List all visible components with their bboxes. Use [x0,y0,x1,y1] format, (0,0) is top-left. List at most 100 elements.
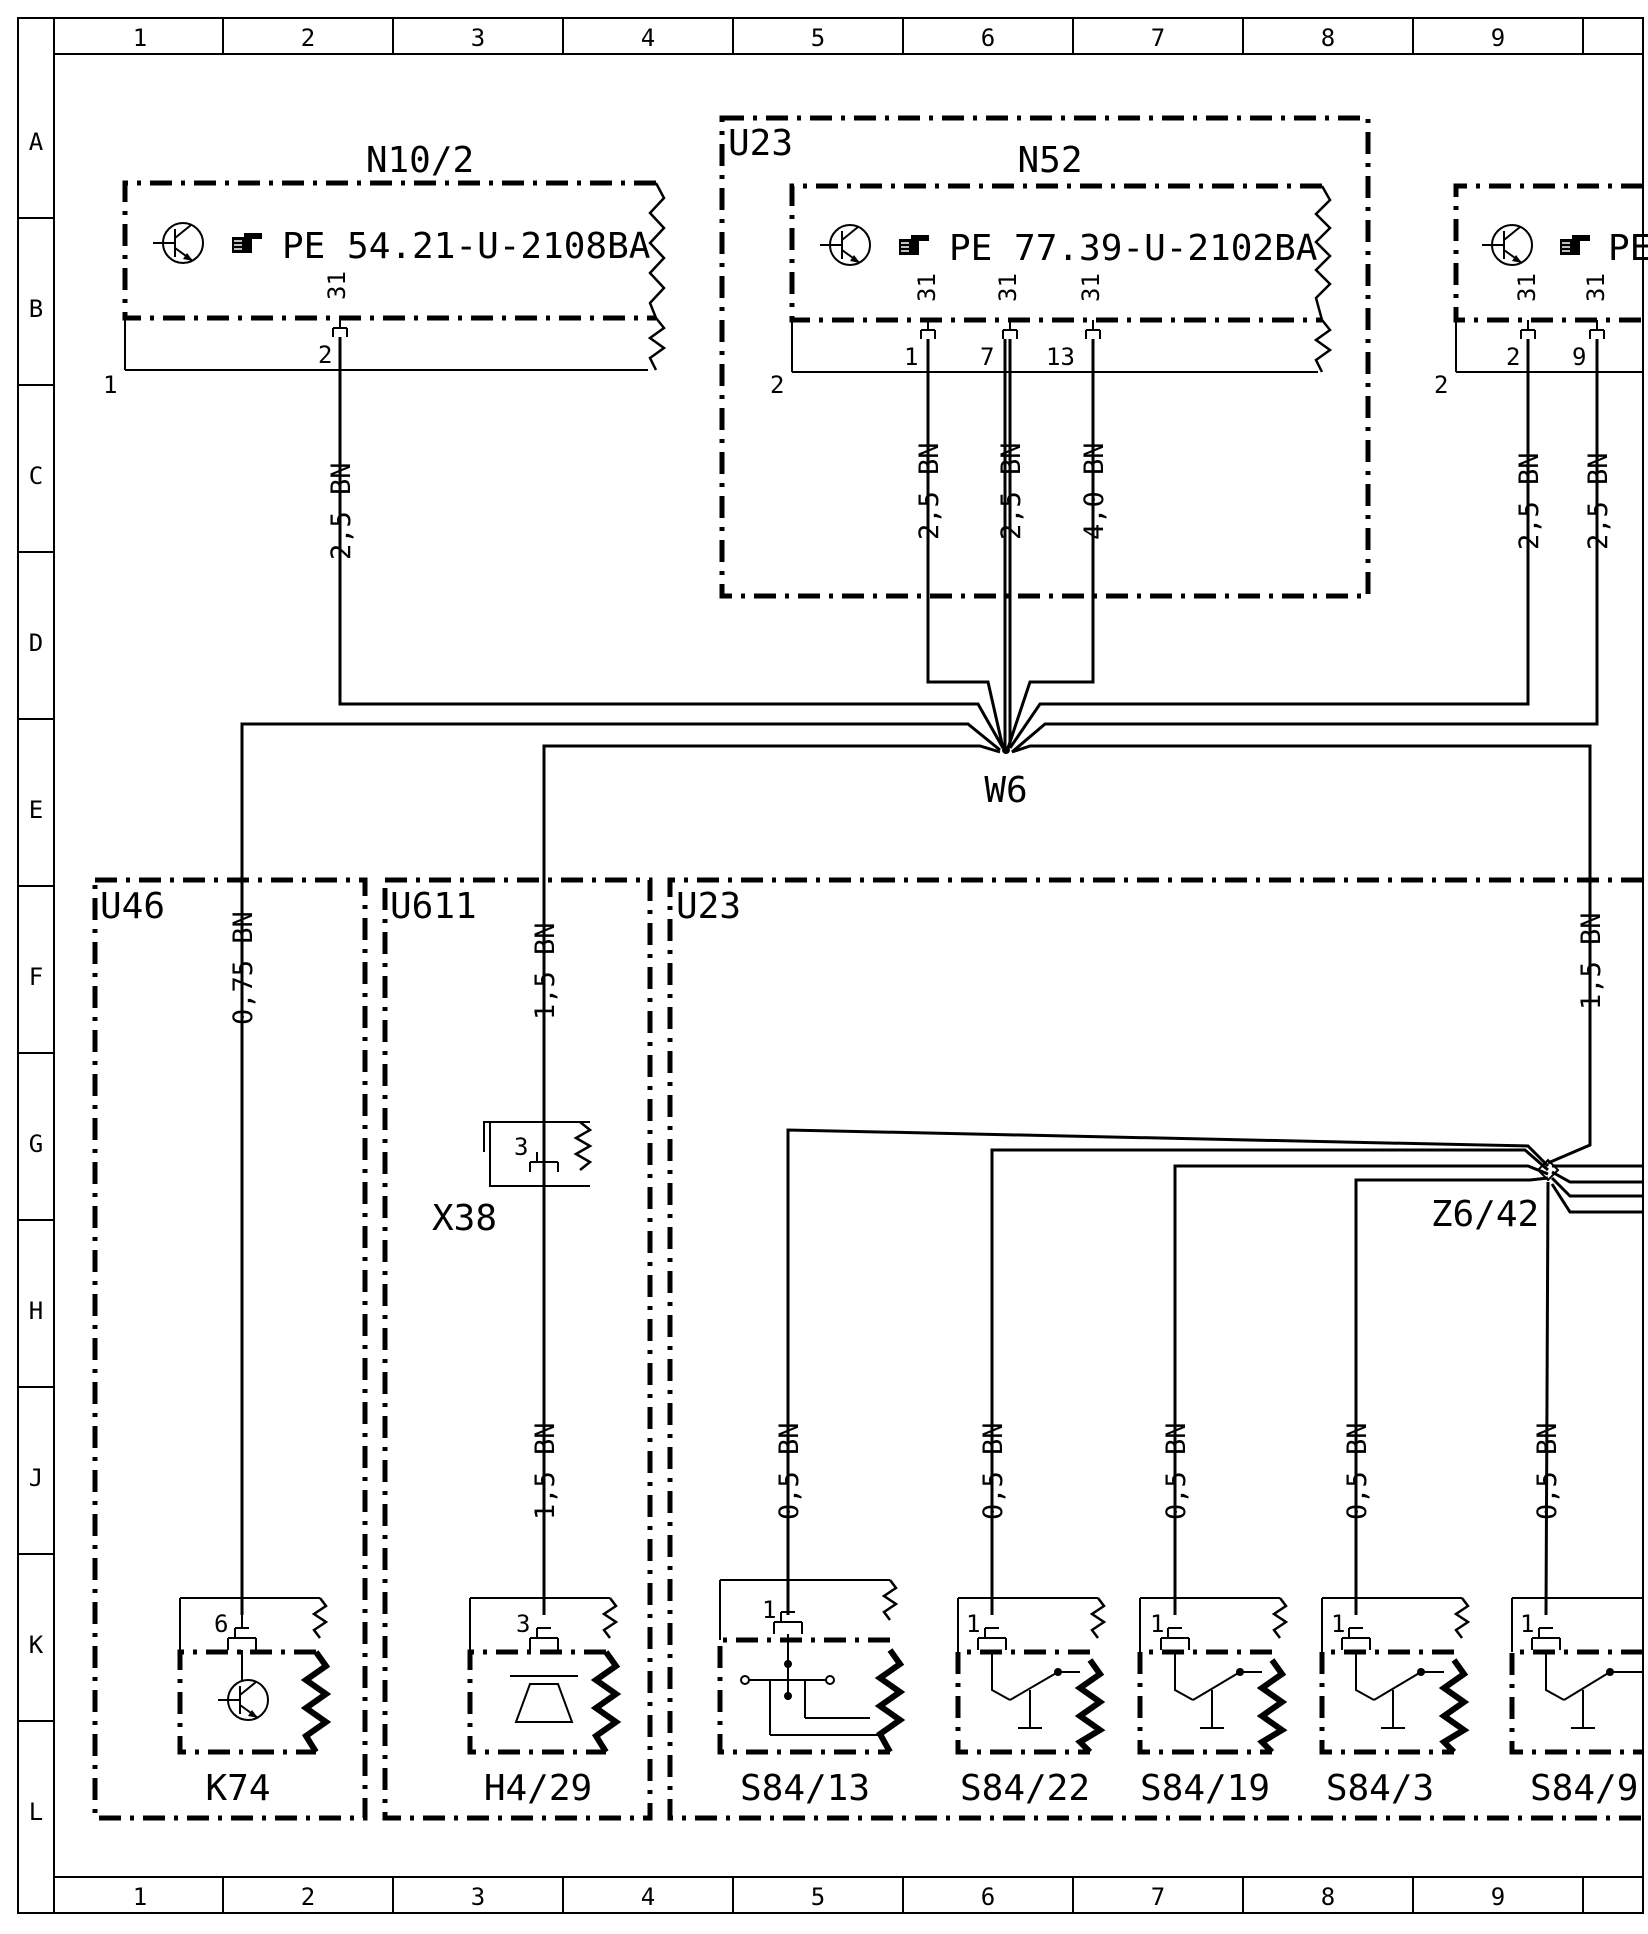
switch-icon [1174,1650,1262,1729]
pin-label: 1 [1150,1610,1164,1638]
grid-row-label: L [29,1798,43,1826]
pointing-hand-icon [231,232,263,254]
grid-rows: A B C D E F G H J K L [18,128,54,1826]
component-k74: 6 K74 [177,1597,332,1809]
component-s84-19: 1 S84/19 [1137,1597,1289,1809]
grid-col-label: 1 [133,1883,147,1911]
pin-label: 6 [214,1610,228,1638]
component-s84-9: 1 S84/9 [1509,1597,1643,1809]
wire-label: 2,5 BN [326,462,357,560]
grid-row-label: E [29,796,43,824]
pin-label: 1 [966,1610,980,1638]
grid-columns-bottom: 1 2 3 4 5 6 7 8 9 [133,1877,1584,1913]
wire-label: 2,5 BN [996,442,1027,540]
component-label: S84/13 [740,1768,870,1809]
grid-row-label: F [29,963,43,991]
splice-z6-42: Z6/42 [786,1128,1643,1616]
grid-col-label: 8 [1321,24,1335,52]
component-s84-22: 1 S84/22 [955,1597,1107,1809]
grid-col-label: 9 [1491,24,1505,52]
wire-label: 4,0 BN [1079,442,1110,540]
wire-w6-to-k74: 0,75 BN [228,722,1001,1615]
wire-label: 1,5 BN [1576,912,1607,1010]
pin-label: 1 [1520,1610,1534,1638]
ground-pin-label: 2 [770,371,784,399]
pin-label: 2 [1506,343,1520,371]
wire-to-s84-9: 0,5 BN [1532,1422,1563,1520]
pin-label: 1 [904,343,918,371]
component-label: S84/19 [1140,1768,1270,1809]
pin-label: 1 [762,1596,776,1624]
pin-label: 9 [1572,343,1586,371]
wire-w6-to-u611: 1,5 BN [530,744,1001,1175]
grid-col-label: 6 [981,1883,995,1911]
module-n52: N52 PE 77.39-U-2102BA 2 31 31 31 1 7 13 [770,140,1333,399]
grid-col-label: 5 [811,24,825,52]
wire-right-pin9-to-w6: 2,5 BN [1011,339,1614,754]
grid-columns-top: 1 2 3 4 5 6 7 8 9 [133,18,1584,54]
grid-col-label: 5 [811,1883,825,1911]
module-reference: PE 77.39-U-2102BA [949,228,1318,269]
wire-label: 1,5 BN [530,922,561,1020]
wire-label: 0,5 BN [1532,1422,1563,1520]
group-u611: U611 [382,877,653,1821]
grid-col-label: 7 [1151,1883,1165,1911]
pointing-hand-icon [1559,234,1591,256]
component-label: S84/9 [1530,1768,1638,1809]
grid-col-label: 6 [981,24,995,52]
wire-label: 1,5 BN [530,1422,561,1520]
horn-icon [510,1675,578,1723]
grid-row-label: B [29,295,43,323]
splice-label: Z6/42 [1431,1194,1539,1235]
wire-to-s84-19: 0,5 BN [1161,1422,1192,1520]
pin-label: 13 [1046,343,1075,371]
grid-col-label: 3 [471,1883,485,1911]
wire-label: 2,5 BN [1583,452,1614,550]
pin-label: 3 [514,1133,528,1161]
grid-row-label: J [29,1464,43,1492]
component-label: H4/29 [484,1768,592,1809]
transistor-icon [152,222,204,264]
switch-icon [1355,1650,1444,1729]
transistor-icon [819,224,871,266]
grid-col-label: 8 [1321,1883,1335,1911]
wire-to-s84-3: 0,5 BN [1342,1422,1373,1520]
wire-w6-to-z6-42: 1,5 BN [1011,744,1607,1165]
grid-row-label: G [29,1130,43,1158]
module-name: N10/2 [366,140,474,181]
wire-label: 2,5 BN [1514,452,1545,550]
component-s84-3: 1 S84/3 [1319,1597,1471,1809]
pin-31-label: 31 [1513,273,1541,302]
grid-row-label: H [29,1297,43,1325]
pin-31-label: 31 [1077,273,1105,302]
module-n10-2: N10/2 PE 54.21-U-2108BA 1 31 2 [103,140,667,399]
module-reference: PE [1608,228,1648,269]
wire-to-s84-22: 0,5 BN [978,1422,1009,1520]
wire-n52-pin1-to-w6: 2,5 BN [914,339,1005,749]
wire-label: 0,5 BN [1342,1422,1373,1520]
grid-col-label: 3 [471,24,485,52]
group-u23-bottom: U23 [667,877,1643,1821]
pin-31-label: 31 [1582,273,1610,302]
drawing-frame [17,17,1644,1914]
module-name: N52 [1017,140,1082,181]
component-label: S84/3 [1326,1768,1434,1809]
wire-right-pin2-to-w6: 2,5 BN [1008,339,1545,749]
group-label: U23 [728,123,793,164]
grid-col-label: 7 [1151,24,1165,52]
splice-w6: W6 [984,746,1028,811]
component-s84-13: 1 S84/13 [717,1579,906,1809]
pin-31-label: 31 [994,273,1022,302]
wire-x38-to-h4-29: 1,5 BN [530,1172,561,1615]
group-u46: U46 [92,877,368,1821]
wire-label: 2,5 BN [914,442,945,540]
pin-label: 7 [980,343,994,371]
wire-label: 0,5 BN [1161,1422,1192,1520]
pin-label: 3 [516,1610,530,1638]
transistor-icon [217,1679,269,1721]
grid-col-label: 9 [1491,1883,1505,1911]
wire-n52-pin7-to-w6: 2,5 BN [996,339,1027,748]
grid-col-label: 4 [641,24,655,52]
pin-label: 1 [1331,1610,1345,1638]
